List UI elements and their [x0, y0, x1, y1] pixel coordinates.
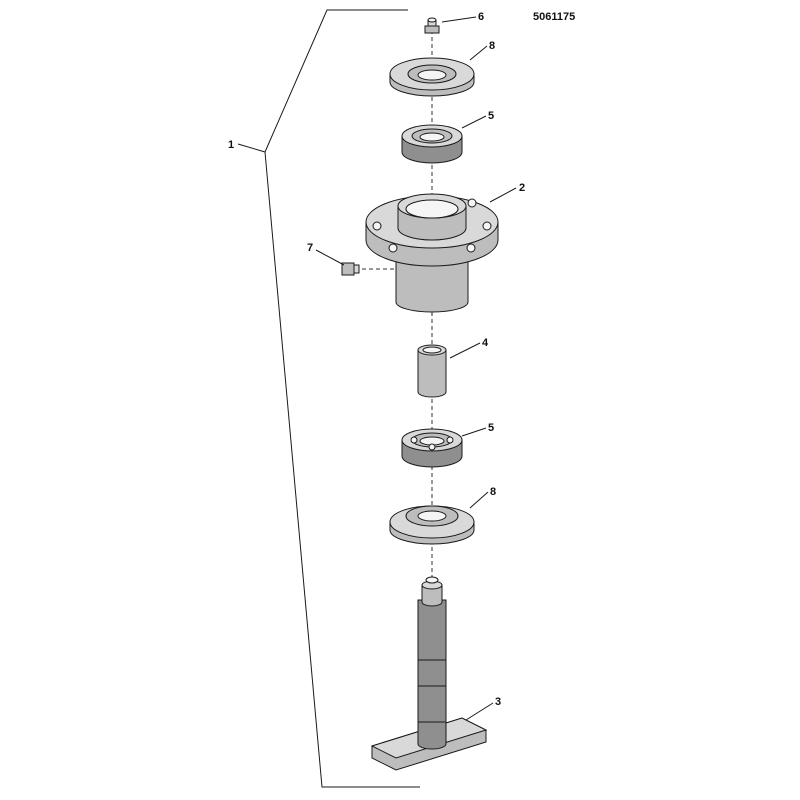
figure-number: 5061175 [533, 11, 575, 23]
callout-5-lower: 5 [488, 422, 494, 434]
leader-lines [315, 16, 517, 721]
spacer [417, 344, 447, 398]
callout-labels: 1 2 3 4 5 5 6 7 8 8 [228, 11, 525, 708]
callout-5-upper: 5 [488, 110, 494, 122]
callout-8-upper: 8 [489, 40, 495, 52]
seal-lower [389, 505, 475, 545]
spindle-housing [365, 193, 499, 313]
callout-4: 4 [482, 337, 489, 349]
callout-1: 1 [228, 139, 234, 151]
callout-8-lower: 8 [490, 486, 496, 498]
bearing-lower [401, 428, 463, 468]
grease-fitting [424, 17, 440, 34]
spindle-shaft [370, 576, 488, 771]
plug [341, 262, 360, 276]
callout-6: 6 [478, 11, 484, 23]
callout-3: 3 [495, 696, 501, 708]
callout-2: 2 [519, 182, 525, 194]
seal-upper [389, 57, 475, 97]
assembly-bracket [237, 9, 420, 788]
bearing-upper [401, 124, 463, 164]
callout-7: 7 [307, 242, 313, 254]
